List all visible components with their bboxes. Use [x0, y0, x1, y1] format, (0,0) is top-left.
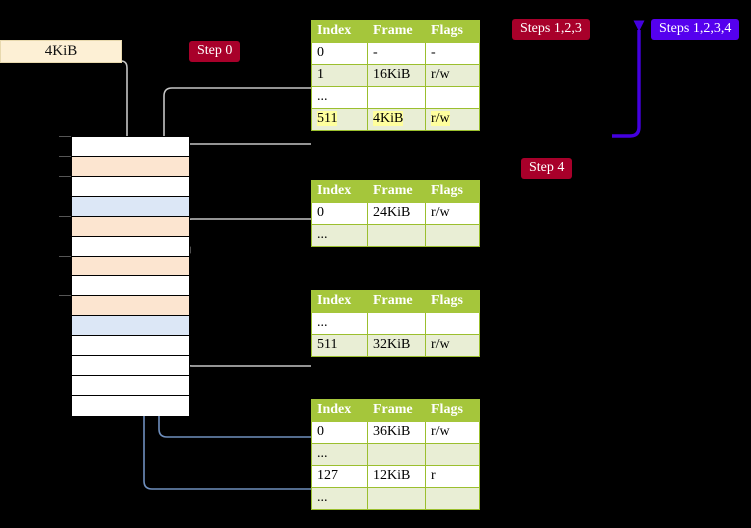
memory-frame-row [72, 196, 189, 217]
cell-highlight: r/w [431, 111, 450, 126]
badge-label: Step 4 [529, 160, 565, 175]
table-cell-flags: r/w [425, 202, 480, 225]
memory-frame-row [72, 256, 189, 277]
table-cell-index: ... [311, 487, 368, 510]
table-cell-flags [425, 443, 480, 466]
table-row[interactable]: ... [311, 86, 480, 109]
cell-highlight: 4KiB [373, 111, 404, 126]
table-cell-frame: 36KiB [367, 421, 426, 444]
table-cell-flags: r/w [425, 108, 480, 131]
memory-frame-row [72, 376, 189, 396]
table-cell-index: 1 [311, 64, 368, 87]
column-header-index: Index [311, 290, 368, 313]
table-cell-flags: r/w [425, 334, 480, 357]
table-cell-index: ... [311, 312, 368, 335]
column-header-flags: Flags [425, 290, 480, 313]
memory-row-tick [59, 175, 71, 177]
table-cell-flags: r/w [425, 421, 480, 444]
column-header-index: Index [311, 180, 368, 203]
column-header-frame: Frame [367, 180, 426, 203]
memory-frame-row [72, 296, 189, 317]
table-cell-frame: 24KiB [367, 202, 426, 225]
table-cell-flags [425, 312, 480, 335]
memory-row-tick [59, 255, 71, 257]
column-header-frame: Frame [367, 399, 426, 422]
table-cell-frame: 4KiB [367, 108, 426, 131]
size-box-label: 4KiB [44, 43, 78, 59]
table-cell-flags: r [425, 465, 480, 488]
table-cell-flags [425, 86, 480, 109]
memory-row-tick [59, 295, 71, 297]
table-cell-frame [367, 443, 426, 466]
memory-frame-row [72, 176, 189, 197]
size-box-4kib: 4KiB [0, 40, 122, 63]
memory-frame-row [72, 216, 189, 237]
memory-frame-row [72, 316, 189, 337]
column-header-flags: Flags [425, 20, 480, 43]
table-cell-index: ... [311, 443, 368, 466]
table-row[interactable]: ... [311, 224, 480, 247]
memory-row-tick [59, 155, 71, 157]
table-cell-frame [367, 224, 426, 247]
badge-label: Steps 1,2,3 [520, 21, 582, 36]
table-cell-frame [367, 487, 426, 510]
table-cell-flags: - [425, 42, 480, 65]
table-cell-frame: 32KiB [367, 334, 426, 357]
table-row[interactable]: 0-- [311, 42, 480, 65]
column-header-flags: Flags [425, 399, 480, 422]
table-cell-index: 127 [311, 465, 368, 488]
column-header-index: Index [311, 20, 368, 43]
memory-frame-row [72, 276, 189, 297]
column-header-index: Index [311, 399, 368, 422]
column-header-flags: Flags [425, 180, 480, 203]
badge-step-4: Step 4 [521, 158, 573, 179]
table-cell-flags [425, 224, 480, 247]
table-cell-index: 0 [311, 42, 368, 65]
table-row[interactable]: ... [311, 487, 480, 510]
table-cell-flags: r/w [425, 64, 480, 87]
table-row[interactable]: ... [311, 443, 480, 466]
badge-steps-1234: Steps 1,2,3,4 [651, 19, 740, 40]
table-cell-index: 0 [311, 421, 368, 444]
table-cell-frame: 16KiB [367, 64, 426, 87]
table-cell-index: 511 [311, 108, 368, 131]
table-cell-index: 511 [311, 334, 368, 357]
table-row[interactable]: ... [311, 312, 480, 335]
table-cell-frame: 12KiB [367, 465, 426, 488]
badge-step-0: Step 0 [189, 41, 241, 62]
memory-row-tick [59, 215, 71, 217]
table-cell-frame [367, 312, 426, 335]
column-header-frame: Frame [367, 20, 426, 43]
memory-frame-row [72, 236, 189, 257]
physical-memory-grid [71, 136, 190, 416]
memory-frame-row [72, 156, 189, 177]
cell-highlight: 511 [317, 111, 338, 126]
memory-frame-row [72, 336, 189, 357]
badge-steps-123: Steps 1,2,3 [512, 19, 590, 40]
column-header-frame: Frame [367, 290, 426, 313]
memory-frame-row [72, 395, 189, 416]
memory-frame-row [72, 137, 189, 157]
table-row[interactable]: 511 4KiB r/w [311, 108, 480, 131]
table-cell-flags [425, 487, 480, 510]
badge-label: Step 0 [197, 43, 233, 58]
table-cell-index: ... [311, 224, 368, 247]
table-cell-index: 0 [311, 202, 368, 225]
table-cell-index: ... [311, 86, 368, 109]
table-cell-frame: - [367, 42, 426, 65]
memory-frame-row [72, 356, 189, 377]
memory-row-tick [59, 136, 71, 137]
badge-label: Steps 1,2,3,4 [659, 21, 732, 36]
table-cell-frame [367, 86, 426, 109]
